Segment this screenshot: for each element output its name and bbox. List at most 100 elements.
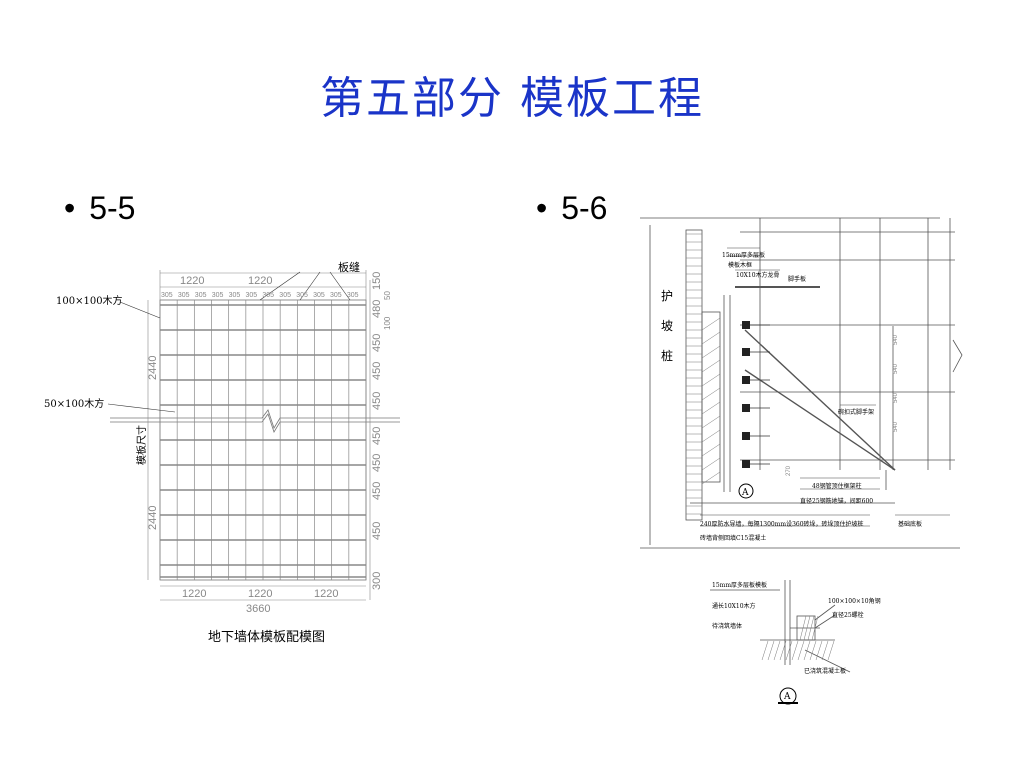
- tie-bolt: [742, 432, 750, 440]
- right-extra-dim: 100: [383, 316, 392, 330]
- small-dim: 270: [786, 465, 792, 476]
- bullet-label: 5-5: [89, 190, 136, 226]
- tie-bolt: [742, 348, 750, 356]
- bullet-marker: •: [536, 190, 548, 226]
- pile-hatch: [701, 359, 721, 373]
- pile-hatch: [701, 443, 721, 457]
- bullet-5-5: • 5-5: [64, 190, 135, 227]
- bullet-marker: •: [64, 190, 76, 226]
- right-dim: 450: [371, 362, 383, 380]
- sub-dim: 305: [246, 292, 258, 299]
- section-hatch: [807, 615, 815, 641]
- sub-dim: 305: [262, 292, 274, 299]
- spacing-dim: 540: [893, 334, 899, 345]
- seam-label: 板缝: [338, 260, 360, 274]
- slab-hatch: [785, 640, 793, 661]
- timber-50-label: 50×100木方: [44, 397, 104, 410]
- sub-dim: 305: [178, 292, 190, 299]
- pile-hatch: [701, 345, 721, 359]
- pile-hatch: [701, 387, 721, 401]
- top-dim: 1220: [180, 275, 204, 287]
- right-dim: 300: [371, 572, 383, 590]
- scaffold-board-label: 脚手板: [788, 275, 806, 283]
- sub-dim: 305: [330, 292, 342, 299]
- section-hatch: [799, 615, 807, 641]
- slab-hatch: [803, 640, 811, 661]
- right-extra-dim: 50: [383, 291, 392, 300]
- page-title: 第五部分 模板工程: [320, 73, 704, 124]
- left-dim: 2440: [147, 506, 159, 530]
- pile-hatch: [701, 401, 721, 415]
- slab-hatch: [791, 640, 799, 661]
- slab-hatch: [767, 640, 775, 661]
- slab-hatch: [827, 640, 835, 661]
- bolt-label: 直径25螺栓: [832, 611, 864, 619]
- waterproof-label: 240厚防水导墙，每隔1300mm设360砖垛，砖垛顶住护坡桩: [700, 520, 864, 528]
- coupler-label: 碗扣式脚手架: [838, 408, 874, 416]
- plywood-label: 15mm厚多层板: [722, 251, 765, 259]
- break-symbol: [261, 413, 400, 433]
- right-dim: 150: [371, 272, 383, 290]
- pipe-label: 48钢管顶住框架柱: [812, 482, 862, 490]
- keel-label: 10X10木方龙骨: [736, 271, 780, 279]
- total-dim: 3660: [246, 603, 270, 615]
- section-hatch: [811, 615, 819, 641]
- sub-dim: 305: [161, 292, 173, 299]
- pile-hatch: [701, 471, 721, 485]
- pile-hatch: [701, 457, 721, 471]
- right-dim: 450: [371, 482, 383, 500]
- sub-dim: 305: [229, 292, 241, 299]
- section-marker: [738, 483, 754, 499]
- pile-hatch: [701, 317, 721, 331]
- slab-hatch: [821, 640, 829, 661]
- right-dim: 450: [371, 427, 383, 445]
- pile-hatch: [701, 429, 721, 443]
- slab-hatch: [761, 640, 769, 661]
- bottom-dim: 1220: [314, 588, 338, 600]
- section-mark: A: [783, 692, 791, 702]
- plywood-label: 15mm厚多层板模板: [712, 581, 767, 589]
- tie-bolt: [742, 404, 750, 412]
- angle-steel-label: 100×100×10角钢: [828, 597, 881, 605]
- pile-char: 坡: [661, 319, 673, 333]
- spacing-dim: 540: [893, 363, 899, 374]
- bullet-label: 5-6: [561, 190, 608, 226]
- pile-hatch: [701, 415, 721, 429]
- sub-dim: 305: [347, 292, 359, 299]
- sub-dim: 305: [296, 292, 308, 299]
- wall-label: 待浇筑墙体: [712, 622, 742, 630]
- bottom-dim: 1220: [248, 588, 272, 600]
- right-dim: 450: [371, 522, 383, 540]
- pile-char: 桩: [661, 348, 673, 363]
- slab-hatch: [809, 640, 817, 661]
- right-dim: 480: [371, 300, 383, 318]
- foundation-label: 基础底板: [898, 520, 922, 528]
- bullet-5-6: • 5-6: [536, 190, 607, 227]
- section-mark: A: [741, 488, 749, 498]
- slab-label: 已浇筑混凝土板: [804, 667, 846, 675]
- break-symbol: [261, 409, 400, 429]
- section-hatch: [803, 615, 811, 641]
- sub-dim: 305: [279, 292, 291, 299]
- tie-bolt: [742, 321, 750, 329]
- left-dim: 2440: [147, 356, 159, 380]
- side-label: 模板尺寸: [135, 425, 148, 465]
- retaining-pile: [701, 311, 721, 483]
- slab-hatch: [773, 640, 781, 661]
- top-dim: 1220: [248, 275, 272, 287]
- spacing-dim: 540: [893, 421, 899, 432]
- timber-100-label: 100×100木方: [56, 294, 123, 307]
- right-dim: 450: [371, 454, 383, 472]
- sub-dim: 305: [212, 292, 224, 299]
- sub-dim: 305: [195, 292, 207, 299]
- spacing-dim: 540: [893, 392, 899, 403]
- slab-hatch: [779, 640, 787, 661]
- anchor-label: 直径25钢筋地锚，间距600: [800, 497, 873, 505]
- brick-fill-label: 砖墙背侧回填C15混凝土: [700, 534, 766, 542]
- sub-dim: 305: [313, 292, 325, 299]
- right-dim: 450: [371, 392, 383, 410]
- bottom-dim: 1220: [182, 588, 206, 600]
